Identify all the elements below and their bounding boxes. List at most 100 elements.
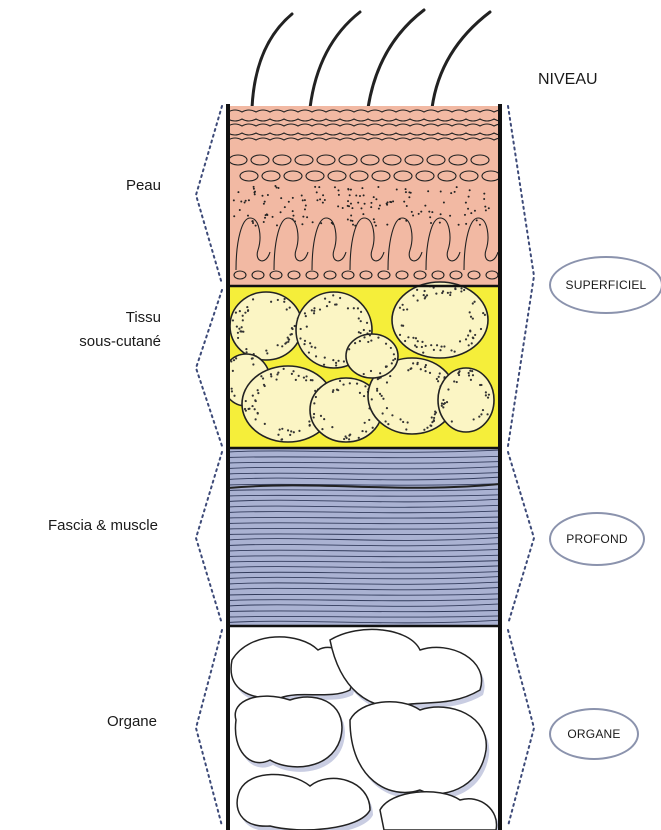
fat-dot [260, 375, 262, 377]
fat-dot [287, 429, 289, 431]
fat-dot [235, 357, 237, 359]
brace-right-superficiel [508, 106, 534, 446]
skin-dot [355, 194, 357, 196]
fat-dot [332, 294, 334, 296]
skin-dot [430, 222, 432, 224]
fat-dot [349, 382, 351, 384]
skin-dot [350, 189, 352, 191]
fat-dot [299, 337, 301, 339]
fat-dot [473, 418, 475, 420]
skin-dot [292, 215, 294, 217]
fat-dot [425, 345, 427, 347]
brace-left-fascia [196, 452, 222, 624]
fat-dot [480, 413, 482, 415]
skin-dot [363, 194, 365, 196]
fat-dot [300, 328, 302, 330]
level-organe-badge: ORGANE [549, 708, 639, 760]
fat-dot [244, 408, 246, 410]
fat-dot [360, 311, 362, 313]
fat-dot [363, 329, 365, 331]
fat-dot [488, 394, 490, 396]
skin-dot [351, 207, 353, 209]
skin-dot [470, 212, 472, 214]
skin-dot [485, 209, 487, 211]
skin-dot [370, 206, 372, 208]
skin-dot [274, 185, 276, 187]
skin-dot [252, 222, 254, 224]
fat-dot [308, 351, 310, 353]
fat-dot [332, 389, 334, 391]
fat-dot [468, 372, 470, 374]
skin-dot [263, 221, 265, 223]
fat-dot [412, 362, 414, 364]
skin-dot [412, 214, 414, 216]
fat-dot [339, 380, 341, 382]
fat-dot [314, 346, 316, 348]
label-tissu-line1: Tissu [126, 308, 161, 328]
skin-dot [483, 193, 485, 195]
fat-dot [417, 362, 419, 364]
fat-dot [426, 427, 428, 429]
skin-dot [420, 211, 422, 213]
fat-dot [460, 290, 462, 292]
fat-dot [414, 344, 416, 346]
fat-dot [323, 418, 325, 420]
fat-dot [308, 420, 310, 422]
skin-dot [261, 195, 263, 197]
fat-dot [371, 398, 373, 400]
fat-dot [315, 396, 317, 398]
fat-dot [305, 315, 307, 317]
fat-dot [434, 413, 436, 415]
fat-dot [289, 334, 291, 336]
organ-layer [228, 626, 500, 830]
skin-dot [469, 189, 471, 191]
fat-dot [376, 390, 378, 392]
fat-dot [236, 325, 238, 327]
fat-dot [394, 358, 396, 360]
fat-dot [331, 426, 333, 428]
skin-dot [304, 208, 306, 210]
fat-dot [435, 293, 437, 295]
fat-dot [348, 348, 350, 350]
fat-dot [474, 334, 476, 336]
fat-dot [430, 425, 432, 427]
fat-dot [230, 360, 232, 362]
skin-dot [255, 225, 257, 227]
skin-dot [337, 189, 339, 191]
fat-dot [423, 294, 425, 296]
fat-dot [360, 320, 362, 322]
fat-dot [313, 416, 315, 418]
fat-dot [442, 406, 444, 408]
skin-dot [337, 205, 339, 207]
fat-dot [421, 341, 423, 343]
fat-dot [453, 380, 455, 382]
fat-dot [323, 364, 325, 366]
skin-dot [312, 221, 314, 223]
fat-dot [358, 317, 360, 319]
fat-dot [248, 408, 250, 410]
skin-dot [301, 223, 303, 225]
fat-dot [386, 407, 388, 409]
fat-dot [251, 405, 253, 407]
fat-dot [270, 375, 272, 377]
fat-dot [451, 420, 453, 422]
skin-dot [267, 194, 269, 196]
skin-dot [263, 203, 265, 205]
fat-dot [359, 340, 361, 342]
fat-dot [485, 391, 487, 393]
fat-dot [423, 429, 425, 431]
fat-dot [399, 307, 401, 309]
level-header: NIVEAU [538, 70, 598, 90]
fat-dot [469, 311, 471, 313]
fat-dot [304, 340, 306, 342]
fat-dot [402, 309, 404, 311]
skin-dot [468, 196, 470, 198]
fat-dot [337, 389, 339, 391]
skin-dot [360, 207, 362, 209]
fat-dot [281, 345, 283, 347]
fat-dot [361, 430, 363, 432]
fat-dot [237, 337, 239, 339]
skin-dot [316, 199, 318, 201]
skin-dot [266, 213, 268, 215]
skin-dot [350, 220, 352, 222]
